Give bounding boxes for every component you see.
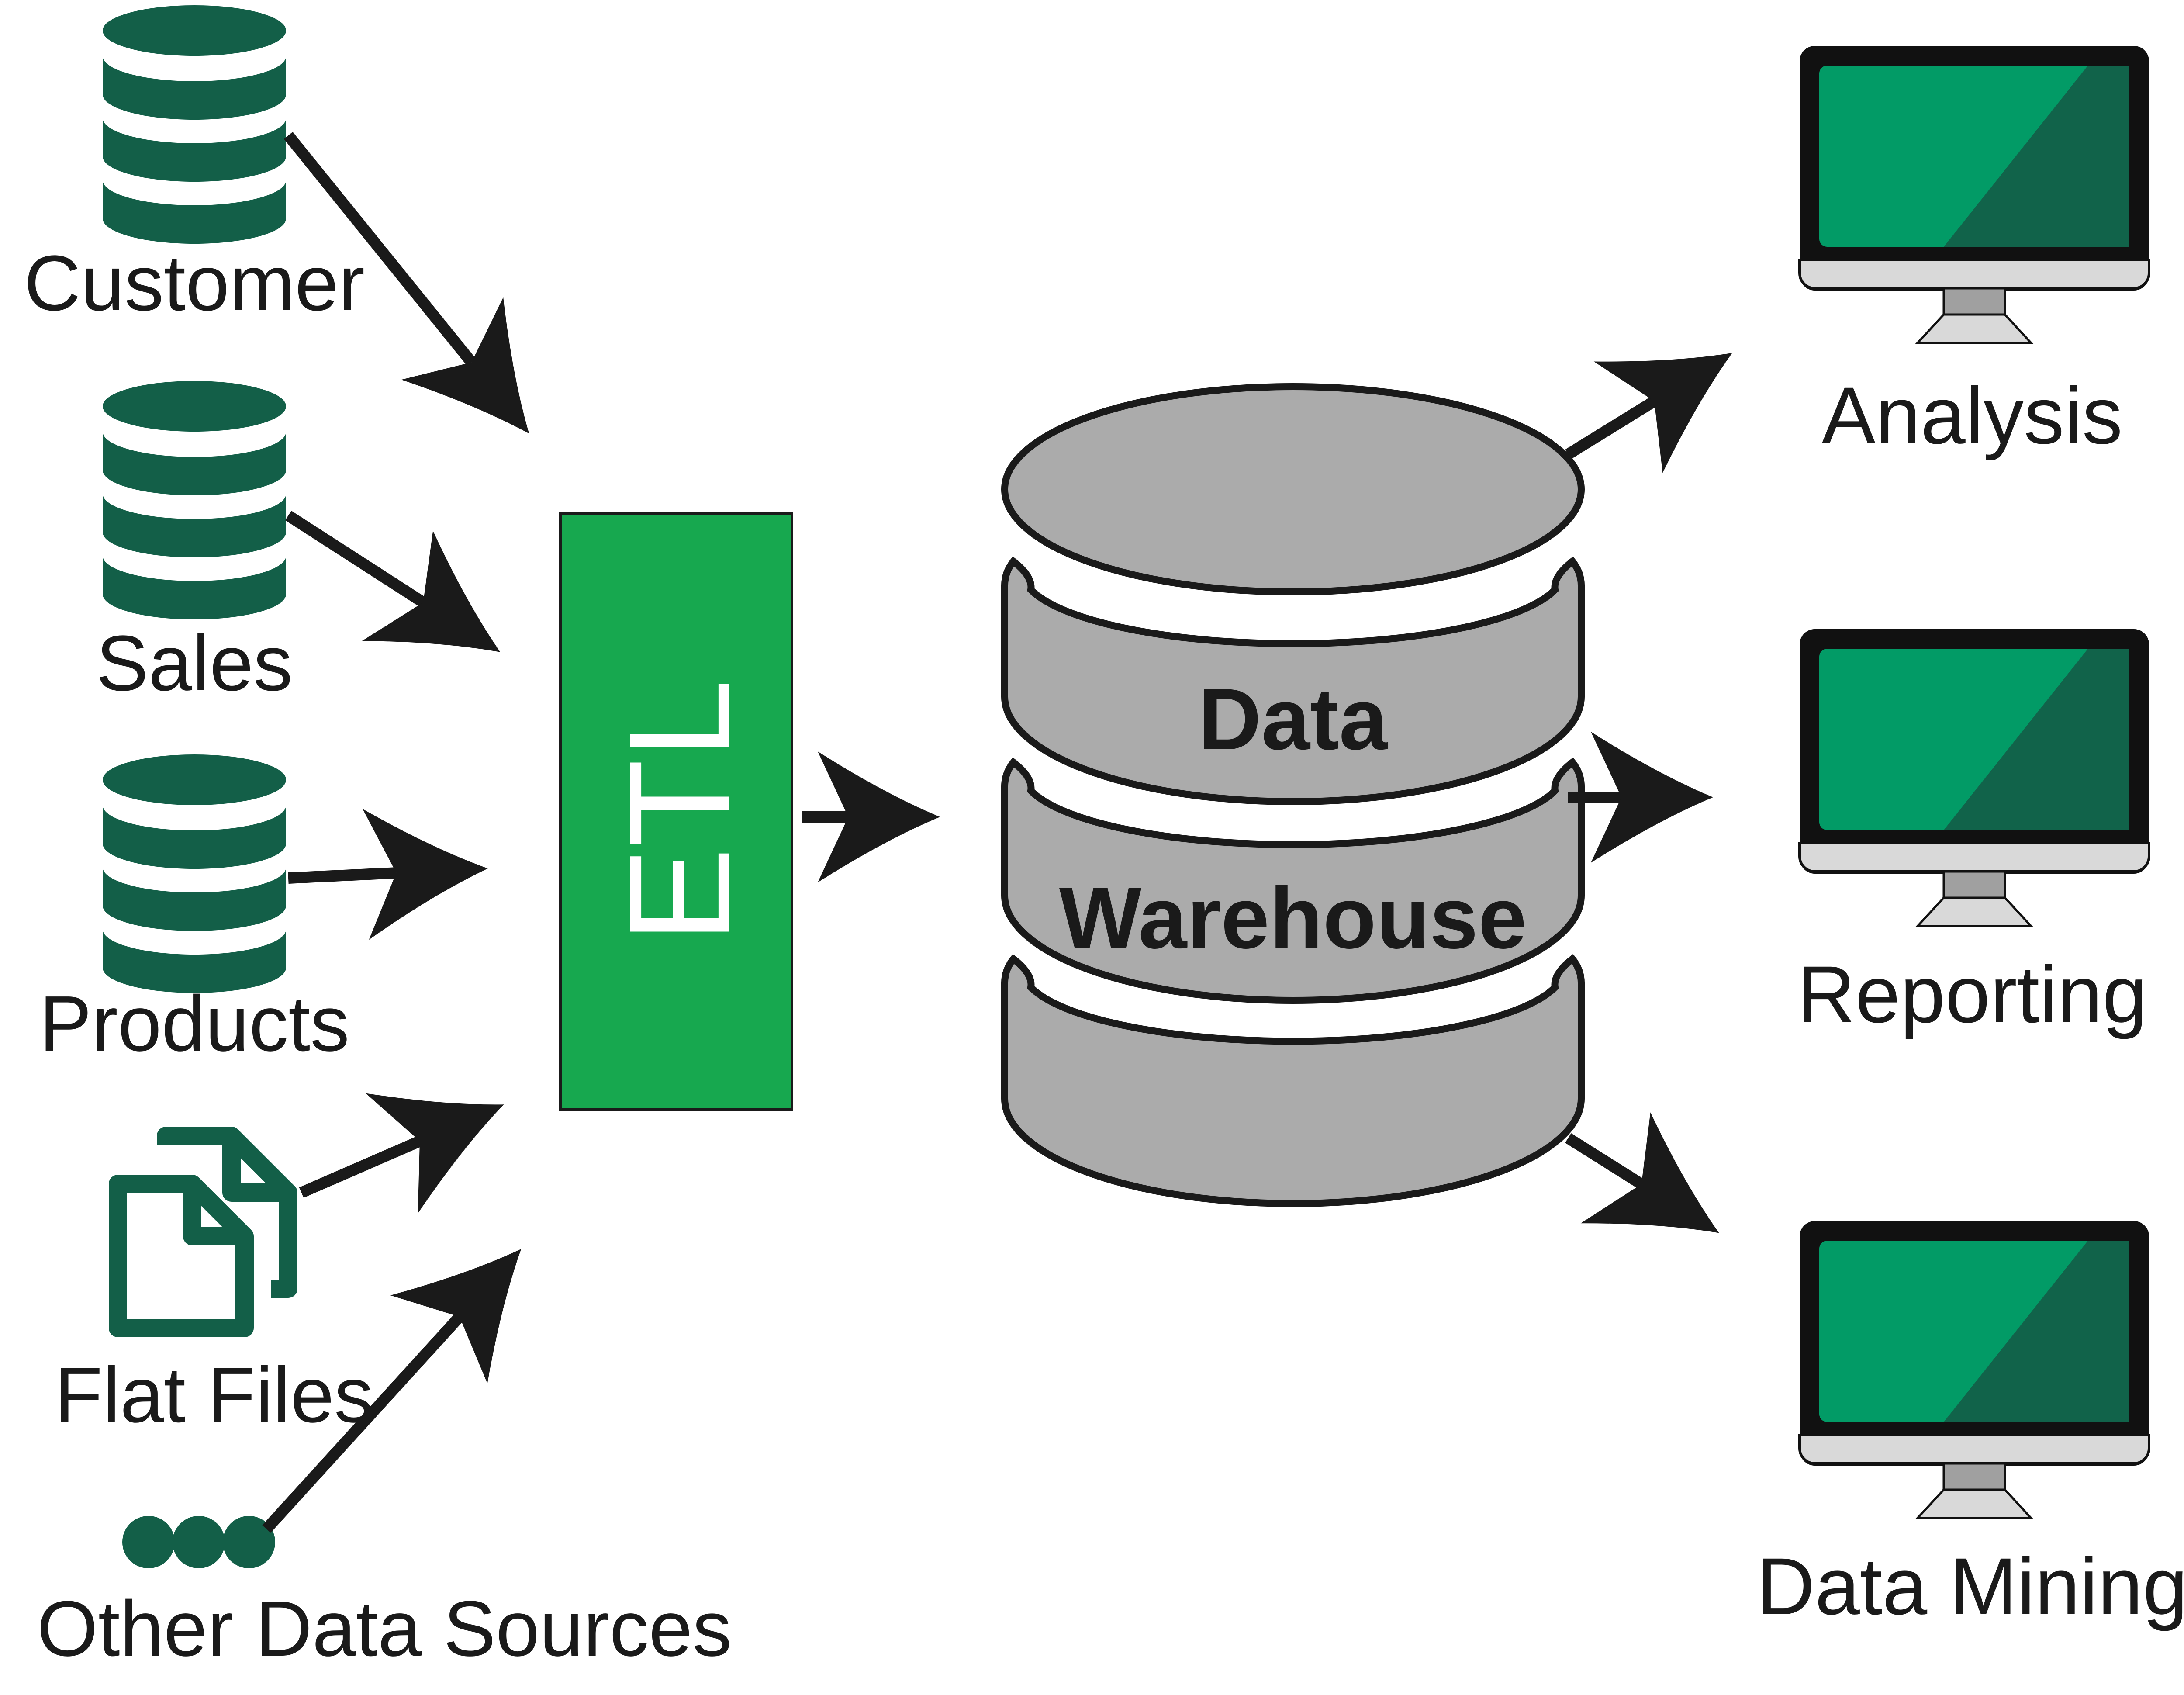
output-analysis: Analysis [1800, 46, 2149, 461]
arrow-warehouse-to-datamining [1565, 1112, 1719, 1233]
arrow-other-to-etl [262, 1249, 522, 1533]
arrow-customer-to-etl [283, 131, 529, 434]
output-data-mining: Data Mining [1756, 1221, 2184, 1632]
arrow-warehouse-to-reporting [1568, 732, 1713, 863]
warehouse-cylinder-icon [1001, 383, 1585, 1207]
arrow-products-to-etl [288, 809, 488, 940]
output-label-data-mining: Data Mining [1756, 1542, 2184, 1632]
source-label-flat-files: Flat Files [55, 1351, 373, 1439]
source-label-sales: Sales [96, 619, 293, 707]
monitor-icon [1800, 629, 2149, 926]
monitor-icon [1800, 1221, 2149, 1518]
database-icon [103, 754, 286, 993]
output-label-analysis: Analysis [1822, 371, 2123, 461]
flow-arrows [262, 131, 1732, 1533]
source-customer: Customer [24, 5, 365, 327]
source-flat-files: Flat Files [55, 1127, 373, 1439]
source-products: Products [39, 754, 349, 1068]
source-label-other: Other Data Sources [37, 1585, 732, 1673]
etl-label: ETL [599, 679, 760, 943]
warehouse-label-line1: Data [1198, 671, 1388, 768]
etl-box: ETL [559, 512, 793, 1111]
output-reporting: Reporting [1797, 629, 2149, 1040]
arrow-sales-to-etl [285, 511, 501, 652]
output-label-reporting: Reporting [1797, 950, 2147, 1040]
source-label-products: Products [39, 980, 349, 1068]
arrow-flatfiles-to-etl [299, 1093, 504, 1214]
source-label-customer: Customer [24, 239, 365, 327]
ellipsis-dots-icon [122, 1516, 275, 1568]
warehouse-label-line2: Warehouse [1059, 869, 1527, 967]
source-sales: Sales [96, 381, 293, 707]
source-other: Other Data Sources [37, 1516, 732, 1673]
database-icon [103, 381, 286, 619]
monitor-icon [1800, 46, 2149, 343]
arrow-etl-to-warehouse [802, 751, 940, 882]
database-icon [103, 5, 286, 244]
arrow-warehouse-to-analysis [1565, 353, 1732, 473]
documents-icon [109, 1127, 297, 1337]
